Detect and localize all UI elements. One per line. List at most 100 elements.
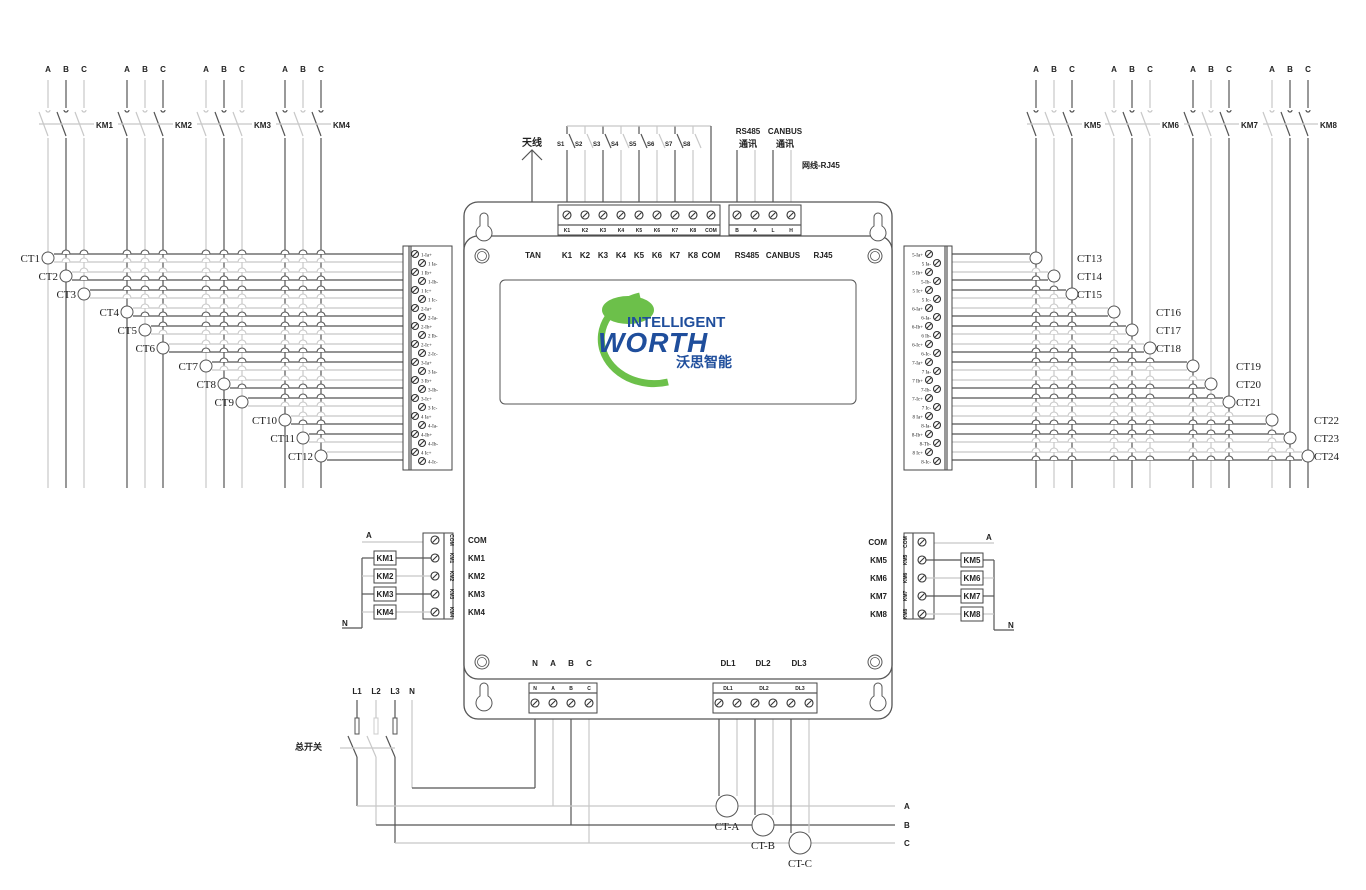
wire-crossover [1109,393,1119,399]
right-relay-block [903,532,1014,631]
wire-crossover [1031,329,1041,335]
wire-crossover [219,339,229,345]
screw-terminal-icon [670,210,680,220]
ct-sensor-icon [751,813,775,837]
wire-crossover [1031,267,1041,273]
wire-crossover [79,275,89,281]
relay-port-label: KM1 [468,554,485,563]
wire-crossover [298,267,308,273]
wire-crossover [1145,401,1155,407]
wire-crossover [1224,429,1234,435]
k-terminal-frame [557,204,721,236]
screw-slot [432,555,438,561]
wire-crossover [1067,339,1077,345]
wire-crossover [219,285,229,291]
wire-crossover [1224,447,1234,453]
contactor-group-km7 [1183,80,1239,488]
main-switch-label: 总开关 [295,741,322,752]
screw-terminal-icon [410,321,420,331]
screw-slot [806,700,812,706]
phase-label: C [1069,65,1075,74]
terminal-label: A [551,686,555,692]
contact-terminal [1190,109,1196,113]
screw-slot [934,296,940,302]
wire-crossover [298,329,308,335]
wire-crossover [1206,411,1216,417]
wire-crossover [1145,411,1155,417]
wire-crossover [1109,401,1119,407]
ct-label: CT6 [135,343,155,355]
coil-label: KM4 [377,608,394,617]
phase-label: B [1287,65,1293,74]
device-port-label: K4 [616,251,627,260]
screw-slot [564,212,570,218]
wire-crossover [280,285,290,291]
wire-crossover [1206,447,1216,453]
wire-crossover [61,249,71,255]
terminal-label: 4-Ib+ [421,434,432,439]
screw-slot [926,395,932,401]
screw-slot [419,260,425,266]
screw-terminal-icon [932,312,942,322]
screw-terminal-icon [417,276,427,286]
coil-box [373,604,397,620]
wire-crossover [237,249,247,255]
wire-crossover [316,329,326,335]
wire-crossover [298,293,308,299]
ct-label: CT19 [1236,361,1262,373]
dl-terminal-block [712,682,818,714]
ct-sensor-icon [1186,359,1200,373]
wire-crossover [298,303,308,309]
terminal-label: 8-Ia- [921,425,931,430]
screw-slot [412,413,418,419]
screw-terminal-icon [932,348,942,358]
switch-blade [676,133,684,149]
wire-crossover [1031,321,1041,327]
phase-label: B [142,65,148,74]
terminal-label: 7-Ib- [921,389,931,394]
screw-slot [432,537,438,543]
ct-label: CT22 [1314,415,1339,427]
screw-slot [412,341,418,347]
wire-crossover [219,365,229,371]
fuse-icon [392,717,398,735]
screw-slot [788,700,794,706]
wire-crossover [1031,375,1041,381]
fuse-icon [373,717,379,735]
wire-crossover [1109,447,1119,453]
wire-crossover [237,339,247,345]
screw-slot [636,212,642,218]
coil-label: KM6 [964,574,981,583]
wire-crossover [1031,357,1041,363]
wire-crossover [1145,419,1155,425]
screw-terminal-icon [417,438,427,448]
wire-crossover [1049,393,1059,399]
wire-crossover [1109,339,1119,345]
ct-sensor-icon [235,395,249,409]
wire-crossover [316,419,326,425]
screw-terminal-icon [786,698,796,708]
wire-crossover [201,285,211,291]
phase-label: A [45,65,51,74]
screw-terminal-icon [417,258,427,268]
screw-slot [770,700,776,706]
wire-crossover [158,285,168,291]
switch-label: S3 [593,142,601,148]
terminal-label: K3 [600,228,607,234]
phase-label: A [1190,65,1196,74]
switch-blade [568,133,576,149]
wire-crossover [1188,393,1198,399]
wire-crossover [1206,401,1216,407]
wire-crossover [1127,357,1137,363]
screw-slot [412,449,418,455]
screw-terminal-icon [417,384,427,394]
terminal-label: 7 Ia- [922,371,932,376]
terminal-label: 5 Ia- [922,263,932,268]
wire-crossover [1145,429,1155,435]
ct-label: CT15 [1077,289,1103,301]
screw-terminal-icon [924,249,934,259]
wire-crossover [237,357,247,363]
screw-slot [412,359,418,365]
wire-crossover [1127,339,1137,345]
wire-crossover [316,357,326,363]
